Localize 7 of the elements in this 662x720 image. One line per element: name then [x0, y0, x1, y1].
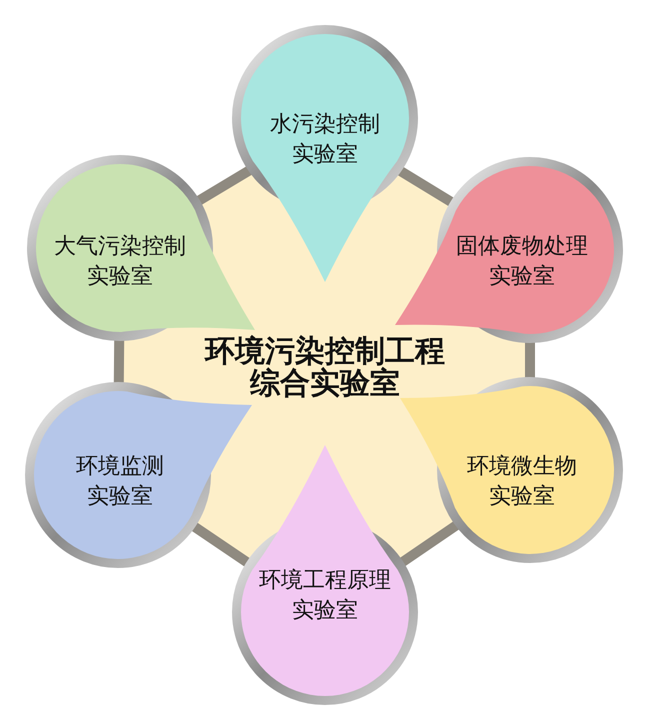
petal-label: 水污染控制实验室 [269, 111, 381, 169]
petal-label: 环境工程原理实验室 [258, 567, 392, 625]
petal-label: 环境微生物实验室 [466, 453, 578, 511]
petal-label: 环境监测实验室 [75, 453, 165, 511]
petal-label: 大气污染控制实验室 [53, 233, 187, 291]
title-text: 环境污染控制工程综合实验室 [203, 336, 446, 400]
petal-label: 固体废物处理实验室 [455, 233, 589, 291]
